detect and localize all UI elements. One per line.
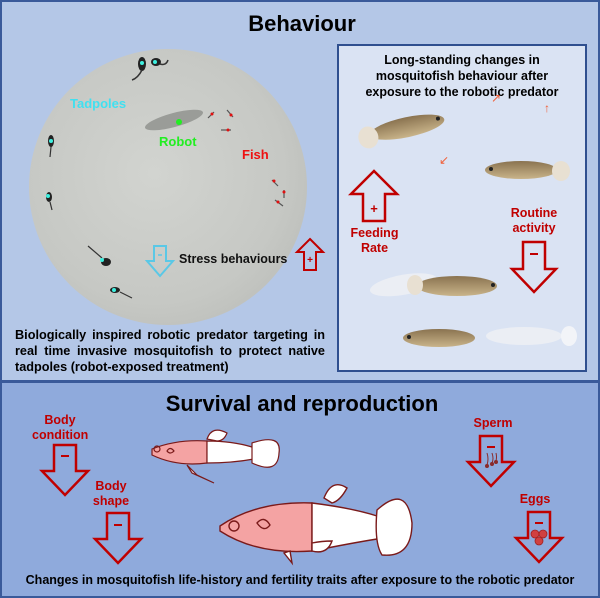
fish-label: Fish	[242, 147, 269, 162]
feeding-rate-label: Feeding Rate	[347, 226, 402, 256]
down-arrow-icon	[92, 511, 144, 565]
survival-caption: Changes in mosquitofish life-history and…	[25, 573, 575, 587]
male-fish-drawing-icon	[151, 429, 280, 484]
mosquitofish-ghost-icon	[486, 326, 577, 346]
tadpole-icon	[46, 192, 53, 211]
inset-title-line: Long-standing changes in	[384, 53, 540, 67]
up-arrow-icon: +	[347, 169, 401, 223]
arena-animals	[46, 57, 286, 299]
fish-icon	[282, 190, 286, 198]
caption-line: Biologically inspired robotic predator t…	[15, 328, 325, 342]
label-line: shape	[92, 494, 130, 508]
fish-icon	[207, 111, 215, 119]
down-arrow-icon	[465, 434, 517, 488]
label-line: Feeding	[350, 226, 399, 240]
down-arrow-icon	[39, 443, 91, 497]
inset-box: Long-standing changes in mosquitofish be…	[337, 44, 587, 372]
survival-illustrations	[39, 429, 565, 566]
female-fish-drawing-icon	[219, 484, 413, 566]
routine-activity-label: Routine activity	[504, 206, 564, 236]
caption-line: real time invasive mosquitofish to prote…	[15, 344, 325, 358]
survival-title: Survival and reproduction	[165, 391, 439, 416]
label-line: Body	[95, 479, 127, 493]
sperm-icon	[485, 452, 498, 468]
mosquitofish-icon	[485, 161, 570, 181]
robot-icon	[144, 109, 204, 131]
svg-text:+: +	[307, 255, 313, 266]
behaviour-caption: Biologically inspired robotic predator t…	[15, 327, 325, 375]
tadpole-icon	[48, 135, 54, 158]
tadpole-icon	[151, 58, 169, 66]
fish-icon	[274, 199, 284, 207]
mosquitofish-icon	[403, 329, 475, 347]
inset-illustrations: ↗ ↑ ↙ +	[347, 91, 577, 347]
label-line: Routine	[510, 206, 558, 220]
food-particle-icon: ↑	[544, 101, 550, 115]
inset-title: Long-standing changes in mosquitofish be…	[339, 52, 585, 100]
down-arrow-icon	[144, 245, 176, 278]
survival-panel: Survival and reproduction Body condition…	[0, 381, 600, 598]
down-arrow-icon	[513, 510, 565, 564]
mosquitofish-icon	[358, 114, 445, 149]
svg-text:+: +	[370, 201, 378, 216]
mosquitofish-icon	[407, 275, 497, 296]
eggs-icon	[530, 529, 548, 546]
food-particle-icon: ↗	[491, 91, 501, 105]
body-shape-label: Body shape	[86, 479, 136, 509]
food-particle-icon: ↙	[439, 153, 449, 167]
tadpole-icon	[87, 245, 111, 266]
down-arrow-icon	[509, 240, 559, 294]
fish-icon	[226, 109, 234, 118]
label-line: condition	[32, 428, 89, 442]
sperm-label: Sperm	[473, 416, 513, 430]
tadpole-icon	[110, 287, 133, 299]
eggs-label: Eggs	[519, 492, 551, 506]
fish-icon	[221, 128, 231, 132]
fish-icon	[271, 179, 279, 187]
label-line: activity	[512, 221, 556, 235]
tadpoles-label: Tadpoles	[70, 96, 127, 111]
label-line: Body	[44, 413, 76, 427]
label-line: Rate	[360, 241, 389, 255]
arena-photo	[29, 49, 307, 325]
behaviour-panel: Behaviour Tadpoles Robot Fish Stress beh…	[0, 0, 600, 382]
stress-behaviours-label: Stress behaviours	[179, 252, 288, 266]
behaviour-title: Behaviour	[248, 11, 356, 36]
tadpole-icon	[131, 57, 146, 81]
up-arrow-icon: +	[294, 237, 326, 271]
inset-title-line: exposure to the robotic predator	[365, 85, 559, 99]
body-condition-label: Body condition	[32, 413, 88, 443]
caption-line: tadpoles (robot-exposed treatment)	[15, 360, 229, 374]
inset-title-line: mosquitofish behaviour after	[375, 69, 549, 83]
robot-label: Robot	[159, 134, 197, 149]
